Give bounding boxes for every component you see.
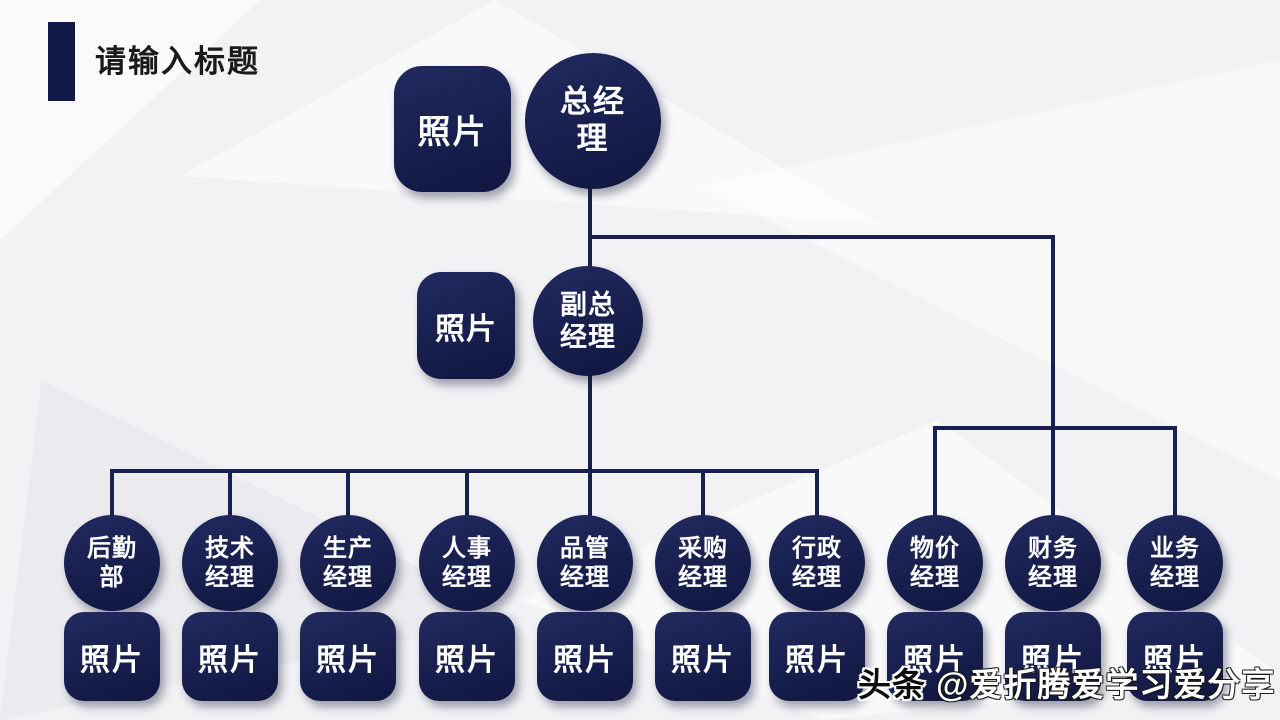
role-label-line: 人事 (442, 534, 492, 562)
role-circle-dept-2[interactable]: 技术经理 (182, 515, 278, 611)
watermark-handle: @爱折腾爱学习爱分享 (936, 666, 1276, 703)
photo-placeholder-dept-5[interactable]: 照片 (537, 612, 633, 701)
photo-placeholder-dept-4[interactable]: 照片 (419, 612, 515, 701)
role-circle-dept-1[interactable]: 后勤部 (64, 515, 160, 611)
photo-placeholder-dept-3[interactable]: 照片 (300, 612, 396, 701)
role-label-line: 财务 (1028, 534, 1078, 562)
role-label-line: 理 (576, 121, 610, 156)
photo-placeholder-dept-1[interactable]: 照片 (64, 612, 160, 701)
role-label-line: 行政 (792, 534, 842, 562)
role-circle-dept-10[interactable]: 业务经理 (1127, 515, 1223, 611)
role-circle-dept-8[interactable]: 物价经理 (887, 515, 983, 611)
role-label-line: 经理 (442, 564, 492, 591)
watermark: 头条 @爱折腾爱学习爱分享 (858, 658, 1275, 706)
photo-placeholder-dept-7[interactable]: 照片 (769, 612, 865, 701)
role-circle-dept-3[interactable]: 生产经理 (300, 515, 396, 611)
role-label-line: 物价 (910, 534, 960, 562)
photo-placeholder-dept-2[interactable]: 照片 (182, 612, 278, 701)
role-circle-dept-5[interactable]: 品管经理 (537, 515, 633, 611)
role-label-line: 经理 (205, 564, 255, 591)
role-circle-deputy-general-manager[interactable]: 副总 经理 (533, 266, 643, 376)
role-label-line: 经理 (792, 564, 842, 591)
role-label-line: 总经 (560, 84, 626, 120)
role-label-line: 经理 (560, 322, 616, 352)
role-label-line: 经理 (910, 564, 960, 591)
photo-placeholder-top[interactable]: 照片 (394, 66, 511, 192)
role-label-line: 部 (99, 564, 125, 591)
role-label-line: 后勤 (87, 534, 137, 562)
role-circle-dept-6[interactable]: 采购经理 (655, 515, 751, 611)
role-label-line: 经理 (1028, 564, 1078, 591)
role-label-line: 技术 (205, 534, 255, 562)
role-label-line: 经理 (560, 564, 610, 591)
role-label-line: 业务 (1150, 534, 1200, 562)
page-title[interactable]: 请输入标题 (95, 44, 260, 79)
photo-placeholder-vice[interactable]: 照片 (417, 272, 515, 379)
role-label-line: 经理 (323, 564, 373, 591)
role-label-line: 品管 (560, 534, 610, 562)
watermark-brand: 头条 (858, 666, 926, 703)
role-circle-dept-4[interactable]: 人事经理 (419, 515, 515, 611)
role-label-line: 采购 (678, 534, 728, 562)
role-label-line: 生产 (323, 534, 373, 562)
role-label-line: 副总 (560, 289, 616, 320)
role-label-line: 经理 (1150, 564, 1200, 591)
role-label-line: 经理 (678, 564, 728, 591)
title-accent-bar (48, 22, 75, 101)
role-circle-general-manager[interactable]: 总经 理 (525, 53, 661, 189)
photo-placeholder-dept-6[interactable]: 照片 (655, 612, 751, 701)
role-circle-dept-7[interactable]: 行政经理 (769, 515, 865, 611)
role-circle-dept-9[interactable]: 财务经理 (1005, 515, 1101, 611)
